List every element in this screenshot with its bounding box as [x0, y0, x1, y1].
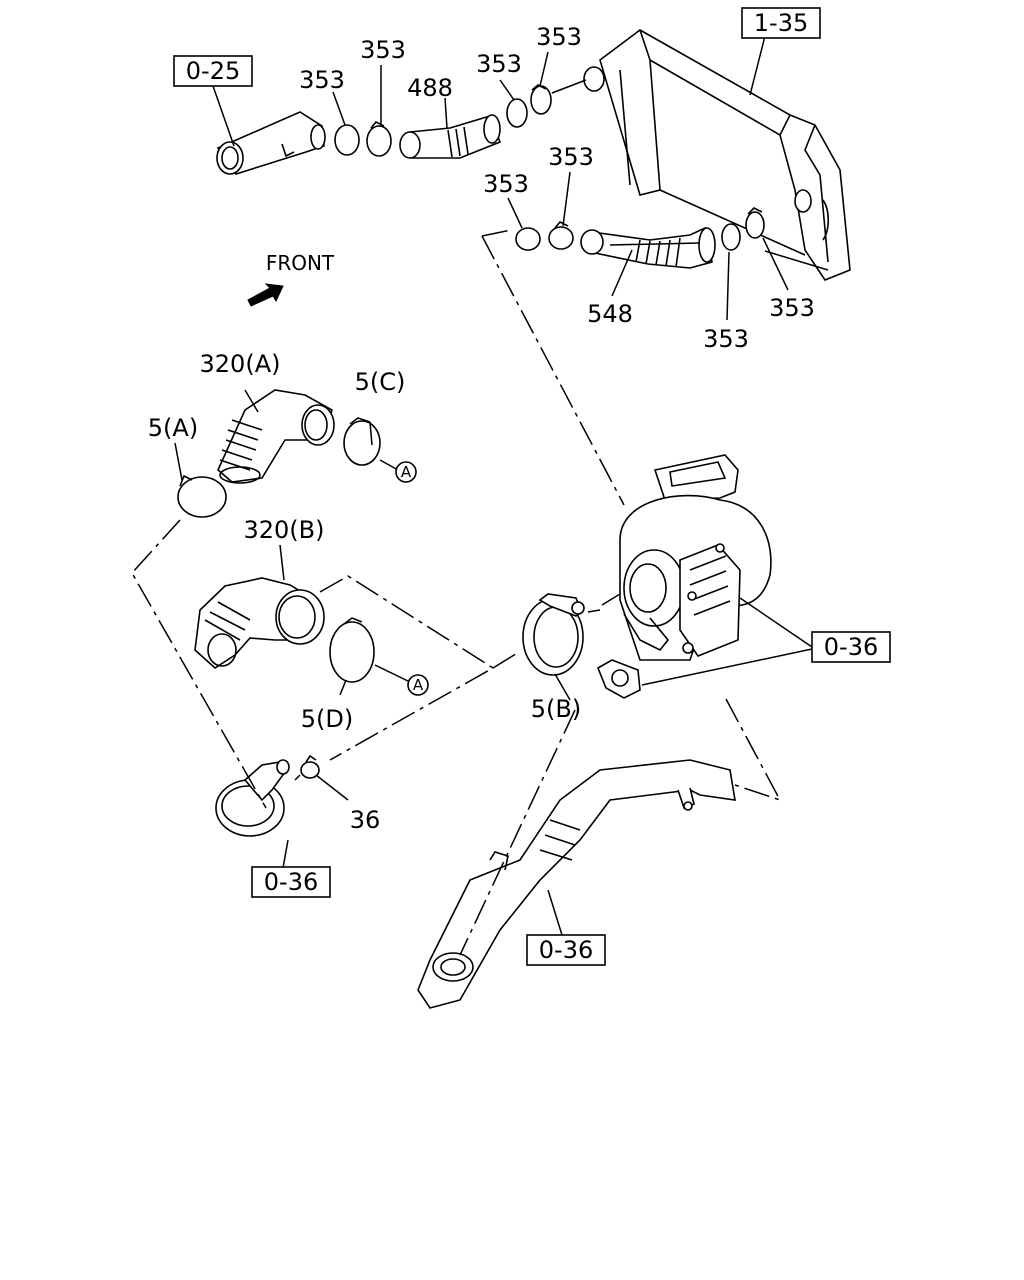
hose-clamp-353 — [530, 85, 552, 115]
reference-box-0-36: 0-36 — [251, 866, 331, 898]
hose-320b-part — [194, 577, 325, 670]
vband-clamp-5b — [522, 593, 621, 676]
hose-clamp-353-group — [334, 84, 552, 157]
reference-box-1-35: 1-35 — [741, 7, 821, 39]
part-number-label: 36 — [350, 806, 381, 834]
reference-marker-a: A — [379, 459, 417, 483]
hose-clamp-353 — [334, 124, 360, 156]
reference-marker-a: A — [374, 664, 429, 696]
leader-lines-top — [212, 35, 829, 321]
part-number-label: 353 — [703, 325, 749, 353]
reference-box-0-36: 0-36 — [811, 631, 891, 663]
reference-box-label: 0-36 — [539, 936, 593, 964]
reference-box-label: 0-36 — [824, 633, 878, 661]
exhaust-pipe-part — [417, 759, 736, 1009]
marker-a-label: A — [401, 463, 412, 481]
part-number-label: 353 — [536, 23, 582, 51]
part-number-label: 353 — [548, 143, 594, 171]
part-number-label: 353 — [360, 36, 406, 64]
part-number-label: 353 — [476, 50, 522, 78]
part-number-label: 548 — [587, 300, 633, 328]
hose-320a-part — [217, 389, 335, 484]
clamp-5c — [343, 420, 381, 466]
part-number-label: 5(B) — [531, 695, 581, 723]
hose-548-part — [580, 226, 716, 269]
intake-fitting-part — [215, 754, 320, 837]
reference-box-label: 1-35 — [754, 9, 808, 37]
part-number-label: 353 — [769, 294, 815, 322]
marker-a-label: A — [413, 676, 424, 694]
part-number-label: 353 — [299, 66, 345, 94]
hose-clamp-353 — [366, 125, 392, 157]
hose-clamp-353 — [515, 227, 541, 251]
turbocharger-part — [619, 454, 772, 661]
reference-box-0-25: 0-25 — [173, 55, 253, 87]
part-number-label: 353 — [483, 170, 529, 198]
reference-box-label: 0-25 — [186, 57, 240, 85]
part-number-label: 488 — [407, 74, 453, 102]
alignment-lines — [131, 229, 782, 956]
hose-clamp-353 — [506, 98, 528, 128]
clamp-5a — [177, 476, 227, 518]
part-number-label: 320(A) — [200, 350, 281, 378]
part-number-label: 320(B) — [244, 516, 325, 544]
hose-clamp-353-lower-group — [515, 207, 765, 251]
intercooler-part — [583, 29, 851, 281]
gasket-part — [596, 659, 641, 699]
front-arrow-icon — [247, 283, 284, 307]
part-number-label: 5(A) — [148, 414, 198, 442]
reference-box-label: 0-36 — [264, 868, 318, 896]
hose-clamp-353 — [721, 223, 741, 251]
clamp-5d — [329, 621, 375, 683]
reference-box-0-36: 0-36 — [526, 934, 606, 966]
air-pipe-part — [216, 111, 326, 175]
hose-clamp-353 — [745, 211, 765, 239]
part-number-label: 5(D) — [301, 705, 353, 733]
front-label: FRONT — [266, 251, 335, 275]
hose-clamp-353 — [548, 226, 574, 250]
part-number-label: 5(C) — [355, 368, 406, 396]
hose-488-part — [399, 114, 502, 159]
leader-lines-lower — [174, 389, 813, 936]
